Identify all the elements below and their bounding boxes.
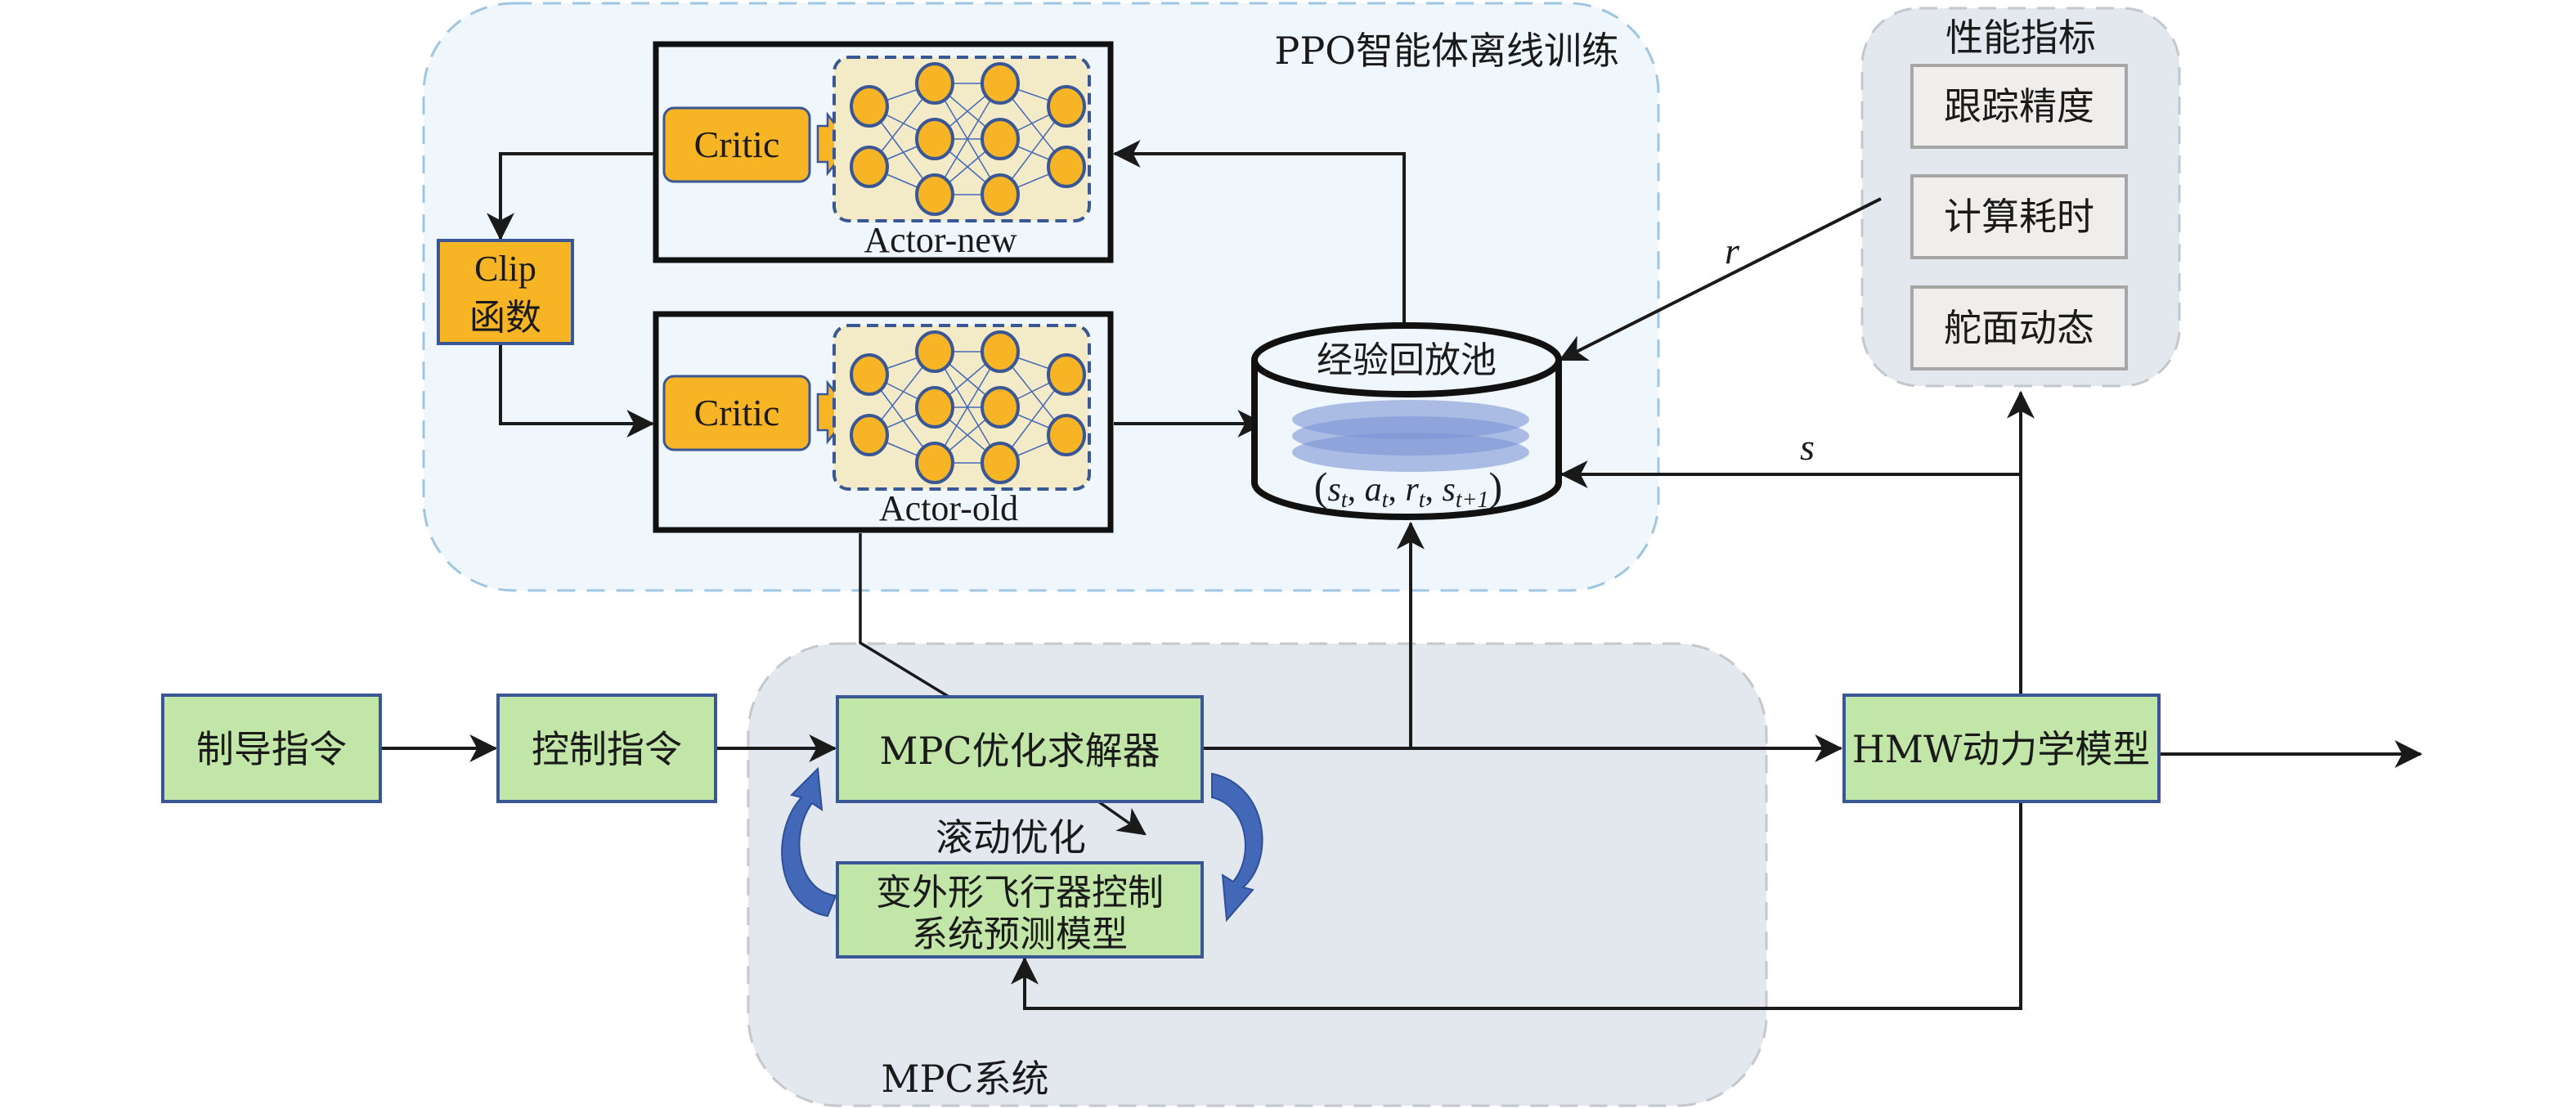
metric-item-control-surface-dynamics: 舵面动态 (1910, 285, 2128, 370)
network-neuron (981, 386, 1020, 429)
clip-label-line1: Clip (474, 249, 536, 289)
critic-label-old: Critic (694, 392, 780, 433)
network-edge (934, 351, 1001, 464)
transition-tuple: (st, at, rt, st+1) (1314, 464, 1502, 513)
neural-network-new (832, 56, 1091, 222)
connectors (380, 140, 2423, 1010)
mpc-solver-block: MPC优化求解器 (836, 695, 1204, 803)
network-neuron (850, 414, 889, 456)
actor-new-block: Critic Actor-new (653, 41, 1114, 263)
actor-old-label: Actor-old (879, 488, 1018, 528)
svg-text:HMW动力学模型: HMW动力学模型 (1852, 727, 2151, 771)
mpc-region-label: MPC系统 (881, 1057, 1048, 1101)
rolling-optimization-label: 滚动优化 (936, 815, 1086, 860)
curved-arrow-right-icon (1211, 772, 1263, 923)
network-neuron (850, 146, 889, 188)
state-signal-label: s (1800, 426, 1815, 468)
actor-new-label: Actor-new (864, 220, 1016, 260)
network-neuron (915, 173, 954, 216)
metric-item-tracking-accuracy: 跟踪精度 (1910, 64, 2128, 149)
clip-function-block: Clip 函数 (437, 239, 574, 345)
hmw-dynamics-block: HMW动力学模型 (1842, 694, 2161, 803)
network-neuron (1047, 146, 1086, 188)
arrow-replay-to-actor-new (1112, 140, 1406, 326)
network-neuron (981, 118, 1020, 160)
control-command-block: 控制指令 (496, 694, 717, 803)
network-neuron (915, 442, 954, 484)
svg-text:变外形飞行器控制: 变外形飞行器控制 (876, 872, 1164, 914)
critic-node-new (662, 106, 811, 183)
reward-signal-label: r (1725, 230, 1740, 272)
arrow-reward-to-replay (1558, 197, 1882, 361)
critic-label-new: Critic (694, 123, 780, 165)
actor-old-block: Critic Actor-old (653, 311, 1114, 533)
network-edge (934, 83, 1001, 195)
metric-item-computation-time: 计算耗时 (1910, 174, 2128, 259)
svg-text:制导指令: 制导指令 (196, 727, 347, 771)
network-neuron (1047, 353, 1086, 396)
replay-buffer-title: 经验回放池 (1317, 339, 1497, 381)
metrics-region-label: 性能指标 (1945, 16, 2096, 60)
svg-text:控制指令: 控制指令 (532, 727, 682, 771)
network-neuron (915, 330, 954, 373)
line-actor-old-to-solver (859, 533, 951, 699)
prediction-model-block: 变外形飞行器控制 系统预测模型 (836, 861, 1204, 959)
svg-text:系统预测模型: 系统预测模型 (912, 914, 1128, 955)
svg-text:舵面动态: 舵面动态 (1944, 306, 2094, 350)
curved-arrow-left-icon (781, 766, 837, 918)
network-neuron (981, 62, 1020, 105)
network-neuron (850, 85, 889, 128)
arrow-actor-new-to-clip (487, 152, 654, 241)
svg-text:MPC优化求解器: MPC优化求解器 (879, 729, 1160, 773)
network-neuron (981, 330, 1020, 373)
arrow-plant-feedback-to-model (1011, 801, 2022, 1010)
neural-network-old (832, 324, 1091, 491)
network-neuron (1047, 85, 1086, 128)
network-neuron (850, 353, 889, 396)
network-neuron (915, 62, 954, 105)
network-neuron (981, 442, 1020, 484)
network-neuron (915, 118, 954, 160)
guidance-command-block: 制导指令 (161, 694, 382, 803)
network-neuron (915, 386, 954, 429)
svg-text:计算耗时: 计算耗时 (1944, 195, 2094, 239)
ppo-region-label: PPO智能体离线训练 (1274, 29, 1619, 73)
critic-node-old (662, 375, 811, 451)
replay-buffer-discs-icon (1292, 400, 1529, 472)
svg-text:跟踪精度: 跟踪精度 (1944, 84, 2094, 128)
replay-buffer: 经验回放池 (st, at, rt, st+1) (1251, 322, 1562, 520)
network-neuron (1047, 414, 1086, 456)
arrow-clip-to-actor-old (499, 343, 655, 438)
clip-label-line2: 函数 (469, 297, 541, 339)
network-neuron (981, 173, 1020, 216)
